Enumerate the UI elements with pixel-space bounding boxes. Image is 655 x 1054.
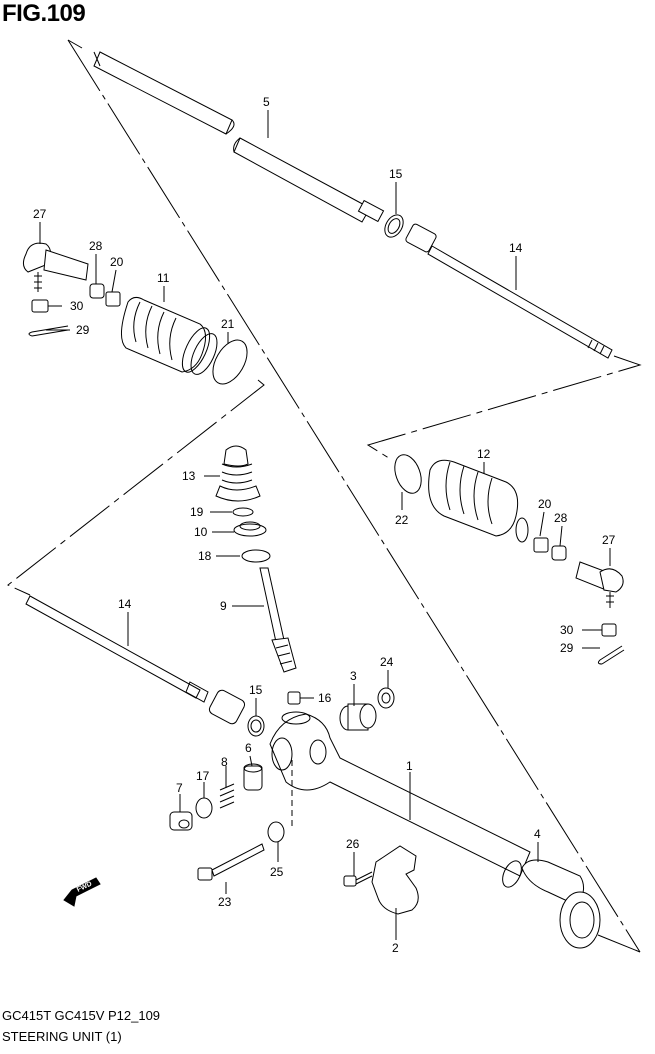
part-20-clamp-left — [105, 291, 121, 307]
callout-30-right: 30 — [560, 623, 574, 637]
part-24-mount — [377, 687, 395, 709]
part-16-plug — [287, 691, 301, 705]
callout-30-left: 30 — [70, 299, 84, 313]
part-28-nut-right — [551, 545, 567, 561]
forward-direction-badge — [63, 877, 101, 907]
callout-12: 12 — [477, 447, 491, 461]
part-29-cotter-right — [597, 645, 625, 665]
part-28-nut-left — [89, 283, 105, 299]
part-3-bush — [339, 703, 377, 731]
part-18-ring — [241, 549, 271, 563]
part-26-bolt — [343, 871, 373, 887]
callout-24: 24 — [380, 655, 394, 669]
callout-29-left: 29 — [76, 323, 90, 337]
part-14-tie-rod-upper — [405, 223, 613, 359]
callout-3: 3 — [350, 669, 357, 683]
callout-28-right: 28 — [554, 511, 568, 525]
callout-labels: 5 15 14 27 28 20 11 30 29 21 12 22 20 28… — [33, 95, 616, 955]
callout-27-right: 27 — [602, 533, 616, 547]
upper-dash-link — [7, 355, 642, 596]
callout-23: 23 — [218, 895, 232, 909]
part-11-boot-left — [121, 296, 218, 375]
callout-15-lower: 15 — [249, 683, 263, 697]
callout-22: 22 — [395, 513, 409, 527]
part-23-bolt — [197, 843, 265, 881]
callout-25: 25 — [270, 865, 284, 879]
part-6-yoke — [243, 763, 263, 791]
part-1-gear-housing — [269, 711, 531, 888]
callout-26: 26 — [346, 837, 360, 851]
callout-1: 1 — [406, 759, 413, 773]
callout-17: 17 — [196, 769, 210, 783]
part-19-seal — [232, 507, 254, 517]
callout-19: 19 — [190, 505, 204, 519]
callout-15-upper: 15 — [389, 167, 403, 181]
leader-lines — [39, 110, 611, 940]
callout-11: 11 — [157, 271, 170, 285]
callout-28-left: 28 — [89, 239, 103, 253]
part-17-o-ring — [195, 797, 213, 819]
part-21-band-left — [212, 339, 248, 385]
callout-27-left: 27 — [33, 207, 47, 221]
callout-18: 18 — [198, 549, 212, 563]
callout-8: 8 — [221, 755, 228, 769]
part-9-pinion-shaft — [259, 567, 297, 673]
callout-10: 10 — [194, 525, 208, 539]
assembly-frame — [67, 39, 641, 953]
callout-6: 6 — [245, 741, 252, 755]
part-14-tie-rod-lower — [25, 595, 246, 725]
part-15-ring-lower — [247, 715, 265, 737]
part-30-nut-right — [601, 623, 617, 637]
part-7-plug — [169, 811, 193, 831]
part-22-band-right — [394, 454, 422, 494]
part-8-spring — [219, 783, 235, 809]
callout-2: 2 — [392, 941, 399, 955]
part-20-clamp-right — [533, 537, 549, 553]
callout-20-right: 20 — [538, 497, 552, 511]
callout-21: 21 — [221, 317, 235, 331]
part-15-ring-upper — [384, 214, 404, 238]
callout-13: 13 — [182, 469, 196, 483]
part-12-boot-right — [428, 459, 529, 543]
footer-caption: STEERING UNIT (1) — [2, 1029, 122, 1044]
callout-29-right: 29 — [560, 641, 574, 655]
callout-7: 7 — [176, 781, 183, 795]
part-25-washer — [267, 821, 285, 843]
callout-14-upper: 14 — [509, 241, 523, 255]
callout-5: 5 — [263, 95, 270, 109]
figure-title: FIG.109 — [2, 0, 86, 27]
callout-16: 16 — [318, 691, 332, 705]
part-10-cap — [233, 521, 267, 537]
part-2-bracket — [371, 845, 419, 915]
part-13-pinion-boot — [215, 445, 261, 502]
callout-9: 9 — [220, 599, 227, 613]
part-5-rack-shaft — [93, 51, 385, 223]
part-27-tie-rod-end-right — [575, 561, 624, 608]
part-29-cotter-left — [28, 325, 69, 337]
part-30-nut-left — [31, 299, 49, 313]
footer-model-line: GC415T GC415V P12_109 — [2, 1008, 161, 1023]
part-4-end-seal — [521, 859, 601, 949]
callout-14-lower: 14 — [118, 597, 132, 611]
part-27-tie-rod-end-left — [22, 242, 89, 292]
callout-4: 4 — [534, 827, 541, 841]
callout-20-left: 20 — [110, 255, 124, 269]
